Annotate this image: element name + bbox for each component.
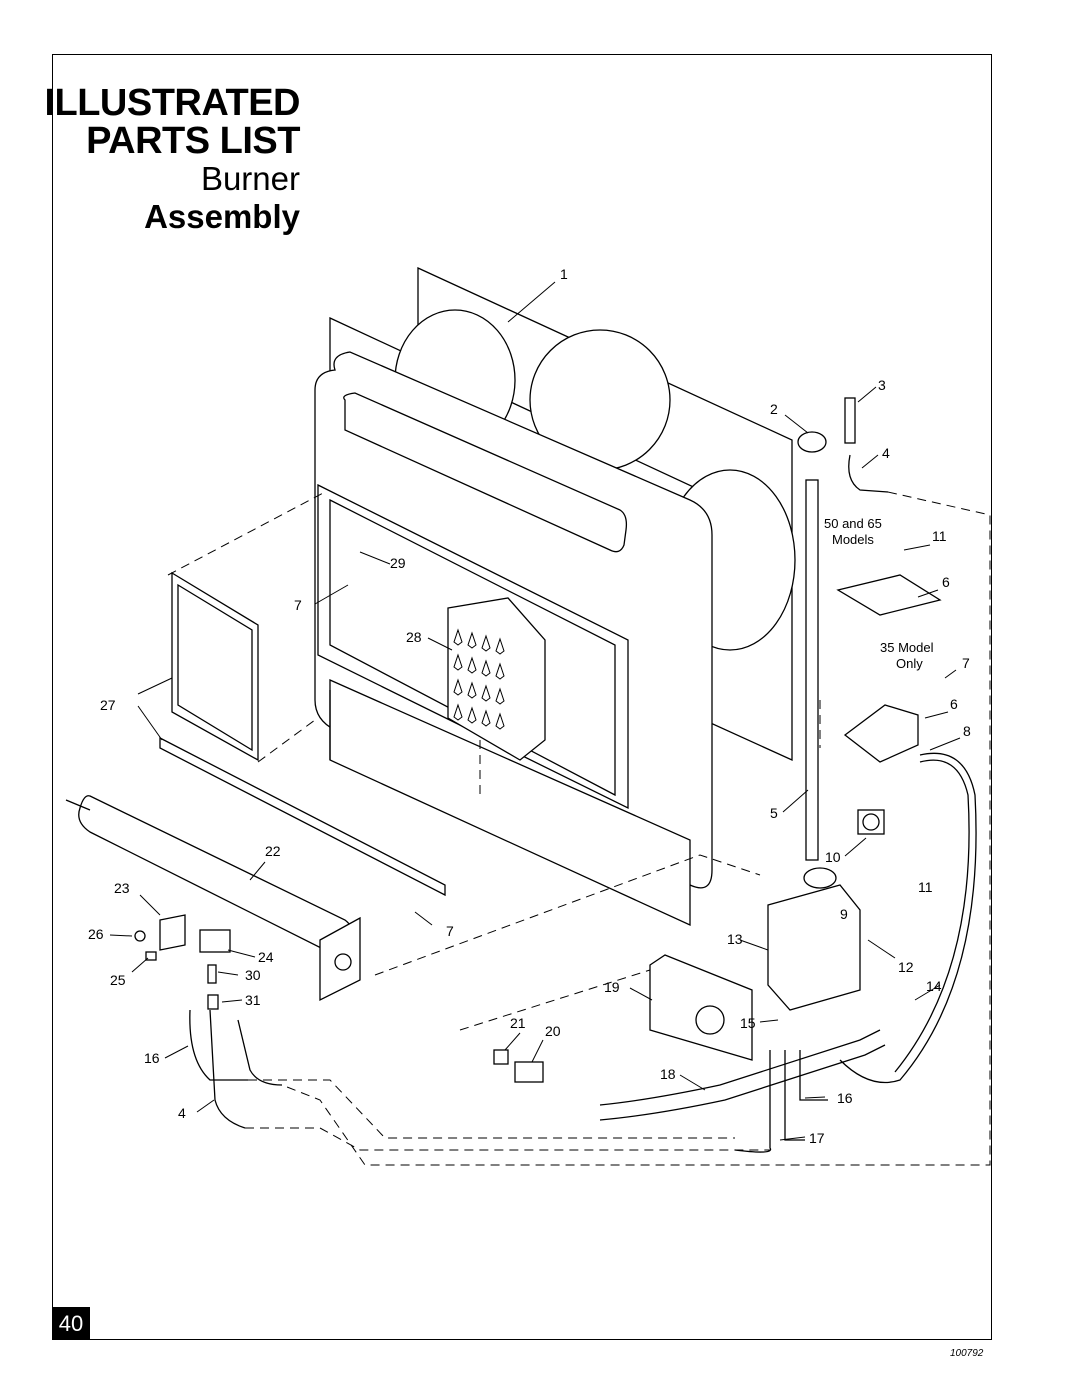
callout-28: 28 (406, 629, 422, 645)
callout-9: 9 (840, 906, 848, 922)
note-35-model-line2: Only (896, 656, 923, 671)
callout-11a: 11 (932, 528, 947, 544)
callout-27: 27 (100, 697, 116, 713)
callout-16a: 16 (144, 1050, 160, 1066)
callout-4a: 4 (882, 445, 890, 461)
note-35-model-line1: 35 Model (880, 640, 934, 655)
note-50-65-models-line2: Models (832, 532, 874, 547)
callout-6b: 6 (950, 696, 958, 712)
callout-3: 3 (878, 377, 886, 393)
callout-7c: 7 (446, 923, 454, 939)
callout-25: 25 (110, 972, 126, 988)
callout-12: 12 (898, 959, 914, 975)
callout-4b: 4 (178, 1105, 186, 1121)
callout-21: 21 (510, 1015, 526, 1031)
title-line-2: PARTS LIST (86, 120, 300, 162)
document-number: 100792 (950, 1348, 984, 1359)
callout-17: 17 (809, 1130, 825, 1146)
page-number: 40 (52, 1307, 90, 1340)
callout-11b: 11 (918, 879, 933, 895)
callout-15: 15 (740, 1015, 756, 1031)
callout-19: 19 (604, 979, 620, 995)
callout-22: 22 (265, 843, 281, 859)
radiant-screen (447, 597, 546, 761)
callout-7a: 7 (962, 655, 970, 671)
callout-13: 13 (727, 931, 743, 947)
callout-1: 1 (560, 266, 568, 282)
callout-14: 14 (926, 978, 942, 994)
subtitle-line-1: Burner (200, 160, 300, 197)
callout-18: 18 (660, 1066, 676, 1082)
bottom-rail (159, 736, 446, 897)
subtitle-line-2: Assembly (144, 198, 300, 235)
callout-5: 5 (770, 805, 778, 821)
gas-control-valve (767, 884, 861, 1011)
callout-23: 23 (114, 880, 130, 896)
callout-24: 24 (258, 949, 274, 965)
title-line-1: ILLUSTRATED (44, 82, 300, 124)
callout-6a: 6 (942, 574, 950, 590)
callout-2: 2 (770, 401, 778, 417)
callout-26: 26 (88, 926, 104, 942)
callout-29: 29 (390, 555, 406, 571)
callout-16b: 16 (837, 1090, 853, 1106)
callout-30: 30 (245, 967, 261, 983)
callout-7b: 7 (294, 597, 302, 613)
callout-10: 10 (825, 849, 841, 865)
callout-20: 20 (545, 1023, 561, 1039)
electrode-rod (805, 479, 819, 861)
page-frame (52, 54, 992, 1340)
callout-8: 8 (963, 723, 971, 739)
callout-31: 31 (245, 992, 261, 1008)
glass-panel (171, 571, 259, 762)
note-50-65-models-line1: 50 and 65 (824, 516, 882, 531)
